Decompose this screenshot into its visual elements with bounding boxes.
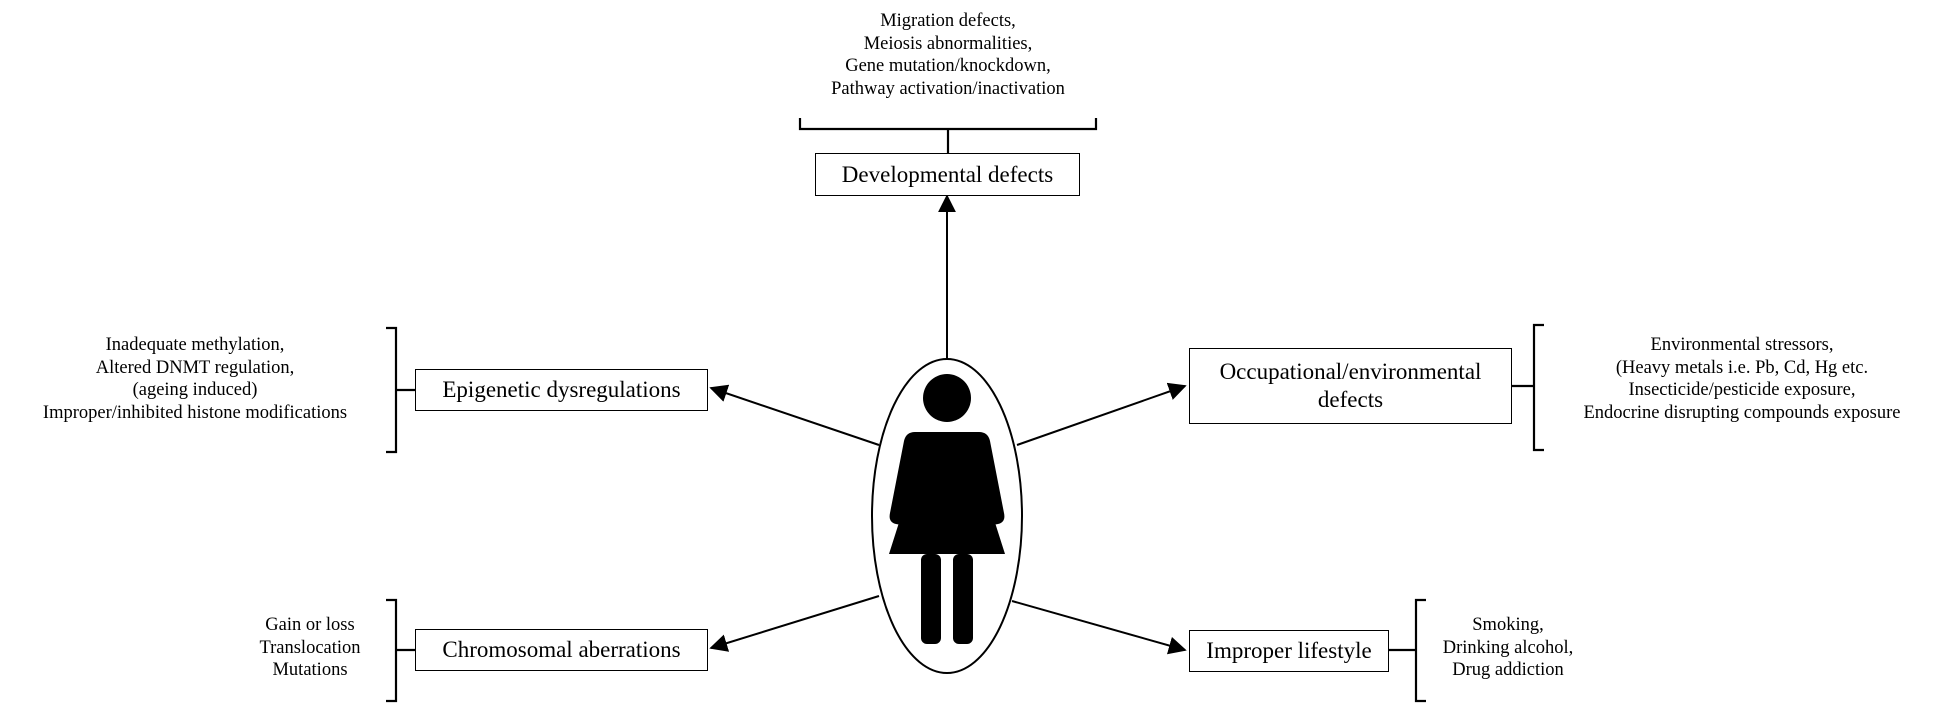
node-occupational-label-line1: Occupational/environmental: [1219, 359, 1482, 385]
bracket-occupational: [1512, 323, 1544, 452]
annotation-line: Drinking alcohol,: [1442, 637, 1574, 658]
bracket-chromosomal: [386, 598, 415, 703]
annotation-occupational: Environmental stressors, (Heavy metals i…: [1546, 334, 1938, 424]
annotation-line: Gain or loss: [265, 615, 355, 635]
node-developmental-label: Developmental defects: [841, 161, 1054, 187]
annotation-line: Endocrine disrupting compounds exposure: [1583, 402, 1901, 423]
annotation-line: Meiosis abnormalities,: [863, 33, 1033, 54]
arrow-lifestyle: [1011, 600, 1187, 655]
bracket-developmental: [798, 118, 1098, 153]
annotation-line: (Heavy metals i.e. Pb, Cd, Hg etc.: [1615, 357, 1869, 378]
annotation-line: Translocation: [259, 637, 361, 658]
bracket-lifestyle: [1389, 598, 1426, 703]
node-occupational-label-line2: defects: [1317, 387, 1384, 412]
annotation-lifestyle: Smoking, Drinking alcohol, Drug addictio…: [1428, 614, 1588, 682]
annotation-line: Drug addiction: [1452, 660, 1564, 681]
annotation-chromosomal: Gain or loss Translocation Mutations: [240, 614, 380, 682]
node-epigenetic-dysregulations: Epigenetic dysregulations: [415, 369, 708, 411]
node-chromosomal-label: Chromosomal aberrations: [442, 637, 681, 663]
annotation-line: Insecticide/pesticide exposure,: [1628, 380, 1856, 401]
annotation-line: Improper/inhibited histone modifications: [42, 402, 348, 423]
annotation-epigenetic: Inadequate methylation, Altered DNMT reg…: [5, 334, 385, 424]
node-lifestyle-label: Improper lifestyle: [1206, 638, 1372, 664]
node-developmental-defects: Developmental defects: [815, 153, 1080, 196]
annotation-line: Inadequate methylation,: [105, 335, 285, 355]
woman-figure-icon: [889, 374, 1005, 644]
annotation-line: Pathway activation/inactivation: [831, 78, 1065, 99]
annotation-line: Altered DNMT regulation,: [95, 357, 295, 378]
annotation-line: Mutations: [272, 660, 348, 681]
node-occupational-environmental-defects: Occupational/environmental defects: [1189, 348, 1512, 424]
annotation-line: Smoking,: [1472, 615, 1544, 635]
annotation-line: Gene mutation/knockdown,: [845, 56, 1051, 77]
arrow-epigenetic: [709, 384, 880, 446]
node-improper-lifestyle: Improper lifestyle: [1189, 630, 1389, 672]
arrow-occupational: [1016, 382, 1187, 446]
node-chromosomal-aberrations: Chromosomal aberrations: [415, 629, 708, 671]
annotation-line: (ageing induced): [132, 380, 258, 401]
node-epigenetic-label: Epigenetic dysregulations: [442, 377, 681, 403]
arrow-chromosomal: [709, 595, 880, 652]
annotation-line: Environmental stressors,: [1650, 335, 1834, 355]
bracket-epigenetic: [386, 326, 415, 454]
annotation-developmental: Migration defects, Meiosis abnormalities…: [798, 10, 1098, 100]
annotation-line: Migration defects,: [880, 11, 1016, 31]
